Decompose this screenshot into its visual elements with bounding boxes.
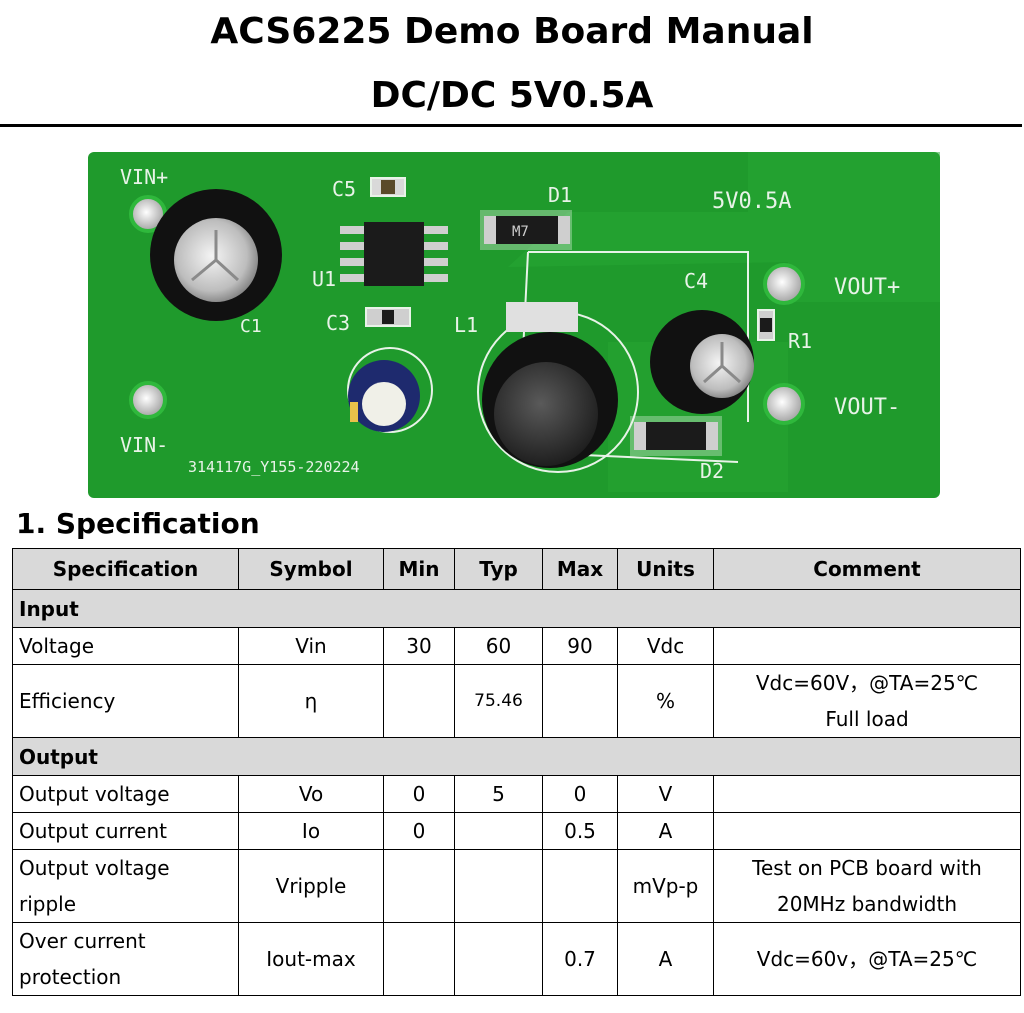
cell-comment xyxy=(713,627,1021,665)
table-row-efficiency: Efficiency η 75.46 % Vdc=60V，@TA=25℃ Ful… xyxy=(12,664,1021,738)
cell-typ: 5 xyxy=(454,775,543,813)
table-header-row: Specification Symbol Min Typ Max Units C… xyxy=(12,548,1021,590)
table-row-output-current: Output current Io 0 0.5 A xyxy=(12,812,1021,850)
cell-units: A xyxy=(617,922,714,996)
spec-line: protection xyxy=(19,965,122,989)
vin-minus-pad xyxy=(129,381,167,419)
cell-typ: 75.46 xyxy=(454,664,543,738)
cell-min: 0 xyxy=(383,775,455,813)
cell-min xyxy=(383,664,455,738)
table-row-voltage: Voltage Vin 30 60 90 Vdc xyxy=(12,627,1021,665)
cell-symbol: Io xyxy=(238,812,384,850)
cell-max: 0 xyxy=(542,775,618,813)
blue-capacitor xyxy=(347,347,433,433)
d2-label: D2 xyxy=(700,459,724,483)
header-max: Max xyxy=(542,548,618,590)
group-row-input: Input xyxy=(12,589,1021,628)
cell-comment: Vdc=60v，@TA=25℃ xyxy=(713,922,1021,996)
header-comment: Comment xyxy=(713,548,1021,590)
rating-label: 5V0.5A xyxy=(712,189,791,214)
cell-typ xyxy=(454,849,543,923)
table-row-ocp: Over current protection Iout-max 0.7 A V… xyxy=(12,922,1021,996)
u1-chip xyxy=(364,222,424,286)
group-label-output: Output xyxy=(12,737,1021,776)
cell-spec: Output voltage xyxy=(12,775,239,813)
header-min: Min xyxy=(383,548,455,590)
comment-line: Test on PCB board with xyxy=(752,856,982,880)
vout-plus-pad xyxy=(763,263,805,305)
title-divider xyxy=(0,124,1022,127)
vout-plus-label: VOUT+ xyxy=(834,275,900,300)
comment-line: Full load xyxy=(825,707,909,731)
cell-symbol: Vin xyxy=(238,627,384,665)
c1-label: C1 xyxy=(240,316,262,337)
pcb-photo: VIN+ VIN- C1 C5 U1 C3 M7 D1 5V0.5A L1 xyxy=(88,152,940,498)
header-specification: Specification xyxy=(12,548,239,590)
cell-symbol: Iout-max xyxy=(238,922,384,996)
cell-units: V xyxy=(617,775,714,813)
cell-min: 0 xyxy=(383,812,455,850)
group-row-output: Output xyxy=(12,737,1021,776)
table-row-ripple: Output voltage ripple Vripple mVp-p Test… xyxy=(12,849,1021,923)
cell-comment xyxy=(713,775,1021,813)
cell-max xyxy=(542,849,618,923)
comment-line: 20MHz bandwidth xyxy=(776,892,958,916)
c3-label: C3 xyxy=(326,311,350,335)
cell-min xyxy=(383,849,455,923)
cell-units: % xyxy=(617,664,714,738)
cell-comment: Test on PCB board with 20MHz bandwidth xyxy=(713,849,1021,923)
document-title: ACS6225 Demo Board Manual xyxy=(210,11,814,52)
cell-max: 0.7 xyxy=(542,922,618,996)
cell-max: 90 xyxy=(542,627,618,665)
spec-line: Over current xyxy=(19,929,146,953)
cell-typ: 60 xyxy=(454,627,543,665)
header-typ: Typ xyxy=(454,548,543,590)
d1-label: D1 xyxy=(548,183,572,207)
cell-min xyxy=(383,922,455,996)
cell-spec: Output current xyxy=(12,812,239,850)
c5-label: C5 xyxy=(332,177,356,201)
comment-line: Vdc=60V，@TA=25℃ xyxy=(755,671,979,695)
cell-typ xyxy=(454,812,543,850)
header-symbol: Symbol xyxy=(238,548,384,590)
serial-label: 314117G_Y155-220224 xyxy=(188,458,360,476)
group-label-input: Input xyxy=(12,589,1021,628)
vout-minus-label: VOUT- xyxy=(834,395,900,420)
cell-spec: Over current protection xyxy=(12,922,239,996)
vout-minus-pad xyxy=(763,383,805,425)
table-row-output-voltage: Output voltage Vo 0 5 0 V xyxy=(12,775,1021,813)
cell-typ xyxy=(454,922,543,996)
cell-symbol: η xyxy=(238,664,384,738)
cell-comment xyxy=(713,812,1021,850)
cell-symbol: Vo xyxy=(238,775,384,813)
copper-pour xyxy=(508,152,940,302)
spec-line: ripple xyxy=(19,892,77,916)
cell-max xyxy=(542,664,618,738)
c4-label: C4 xyxy=(684,269,708,293)
u1-label: U1 xyxy=(312,267,336,291)
cell-min: 30 xyxy=(383,627,455,665)
cell-comment: Vdc=60V，@TA=25℃ Full load xyxy=(713,664,1021,738)
cell-max: 0.5 xyxy=(542,812,618,850)
vin-minus-label: VIN- xyxy=(120,433,168,457)
header-units: Units xyxy=(617,548,714,590)
cell-spec: Efficiency xyxy=(12,664,239,738)
specification-table: Specification Symbol Min Typ Max Units C… xyxy=(12,548,1021,996)
document-subtitle: DC/DC 5V0.5A xyxy=(370,75,654,116)
cell-units: Vdc xyxy=(617,627,714,665)
vin-plus-label: VIN+ xyxy=(120,165,168,189)
section-heading: 1. Specification xyxy=(16,507,260,540)
cell-units: A xyxy=(617,812,714,850)
cell-spec: Voltage xyxy=(12,627,239,665)
l1-label: L1 xyxy=(454,313,478,337)
r1-label: R1 xyxy=(788,329,812,353)
spec-line: Output voltage xyxy=(19,856,170,880)
cell-spec: Output voltage ripple xyxy=(12,849,239,923)
d1-m7-marking: M7 xyxy=(512,224,529,240)
cell-symbol: Vripple xyxy=(238,849,384,923)
cell-units: mVp-p xyxy=(617,849,714,923)
